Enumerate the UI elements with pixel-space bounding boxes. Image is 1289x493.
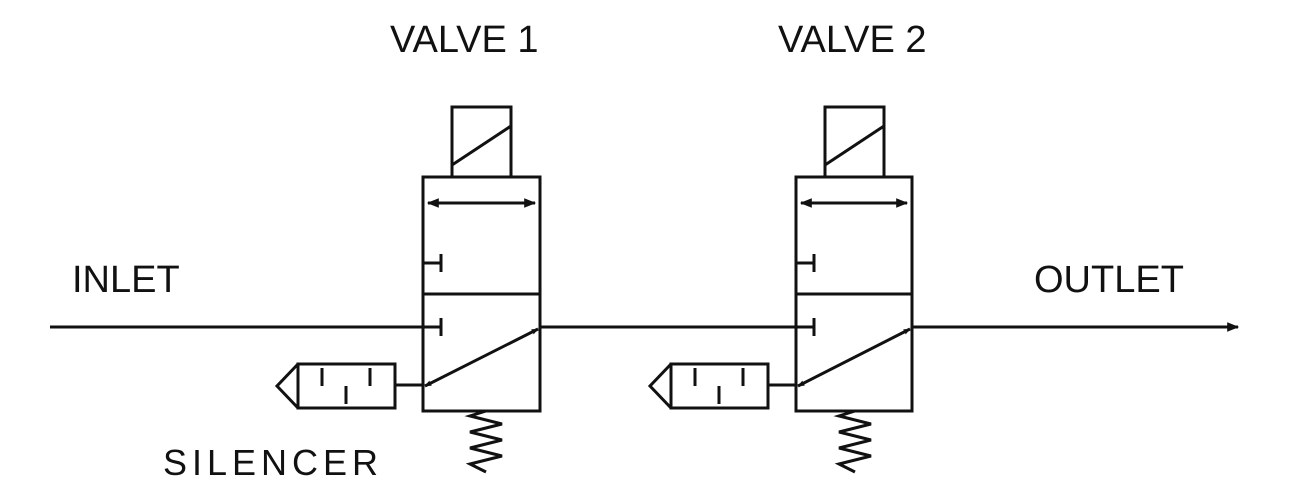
silencer-2-body (669, 362, 770, 410)
valve-2-flow-arrow (797, 327, 911, 388)
valve-2-solenoid (823, 105, 886, 179)
valve-1-solenoid (450, 105, 513, 179)
silencer-1 (274, 362, 423, 410)
valve-1 (421, 105, 542, 474)
valve-1-solenoid-coil (451, 124, 512, 167)
valve-2-solenoid-coil (824, 124, 885, 167)
inlet-label: INLET (72, 259, 180, 301)
silencer-1-tip (274, 362, 300, 410)
outlet-label: OUTLET (1034, 259, 1184, 301)
valve-1-flow-arrow (424, 327, 539, 388)
silencer-label: SILENCER (163, 442, 383, 483)
silencer-2-tip (647, 362, 673, 410)
valve-2 (794, 105, 914, 474)
valve-1-label: VALVE 1 (390, 19, 539, 61)
valve-2-label: VALVE 2 (778, 19, 927, 61)
valve-2-spring (833, 409, 872, 474)
valve-1-spring (464, 409, 503, 474)
silencer-2 (647, 362, 796, 410)
silencer-1-body (296, 362, 397, 410)
